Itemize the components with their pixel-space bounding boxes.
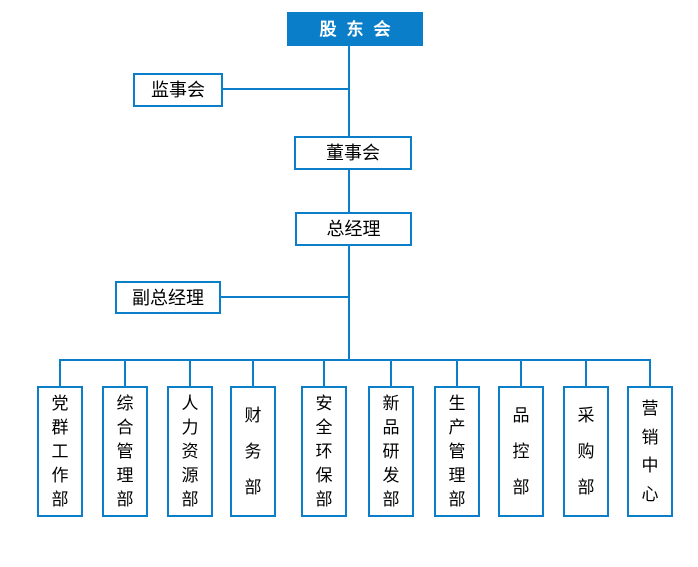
node-label: 副总经理 [132,287,204,308]
node-label: 采购部 [577,406,595,497]
node-label: 党群工作部 [51,394,69,509]
node-label: 综合管理部 [116,394,134,509]
connector-drop-dept-6 [390,359,392,387]
org-node-shareholders-meeting: 股东会 [287,12,423,46]
node-label: 品控部 [512,406,530,497]
org-node-dept-new-product-rd: 新品研发部 [368,386,414,517]
connector-departments-bus [59,359,651,361]
org-node-dept-procurement: 采购部 [563,386,609,517]
org-node-dept-comprehensive-management: 综合管理部 [102,386,148,517]
org-node-deputy-general-manager: 副总经理 [115,281,221,314]
org-node-dept-quality-control: 品控部 [498,386,544,517]
node-label: 安全环保部 [315,394,333,509]
connector-drop-dept-5 [323,359,325,387]
connector-drop-dept-9 [585,359,587,387]
connector-drop-dept-7 [456,359,458,387]
org-node-dept-safety-environment: 安全环保部 [301,386,347,517]
node-label: 生产管理部 [448,394,466,509]
connector-drop-dept-4 [252,359,254,387]
org-node-dept-human-resources: 人力资源部 [167,386,213,517]
connector-main-vertical [348,46,350,361]
node-label: 新品研发部 [382,394,400,509]
org-node-dept-party-masses-work: 党群工作部 [37,386,83,517]
connector-drop-dept-2 [124,359,126,387]
node-label: 股东会 [319,19,401,39]
connector-drop-dept-10 [649,359,651,387]
org-node-general-manager: 总经理 [295,212,412,246]
node-label: 总经理 [326,219,381,239]
org-node-dept-production-management: 生产管理部 [434,386,480,517]
org-node-board-of-directors: 董事会 [294,136,412,170]
node-label: 人力资源部 [181,394,199,509]
org-node-supervisory-board: 监事会 [133,73,223,107]
connector-drop-dept-8 [520,359,522,387]
node-label: 监事会 [151,80,205,100]
node-label: 营销中心 [641,398,659,505]
org-node-dept-finance: 财务部 [230,386,276,517]
node-label: 董事会 [326,143,380,163]
org-node-marketing-center: 营销中心 [627,386,673,517]
connector-deputy-general-manager [219,296,350,298]
connector-drop-dept-3 [189,359,191,387]
connector-drop-dept-1 [59,359,61,387]
connector-supervisory-board [221,88,350,90]
node-label: 财务部 [244,406,262,497]
